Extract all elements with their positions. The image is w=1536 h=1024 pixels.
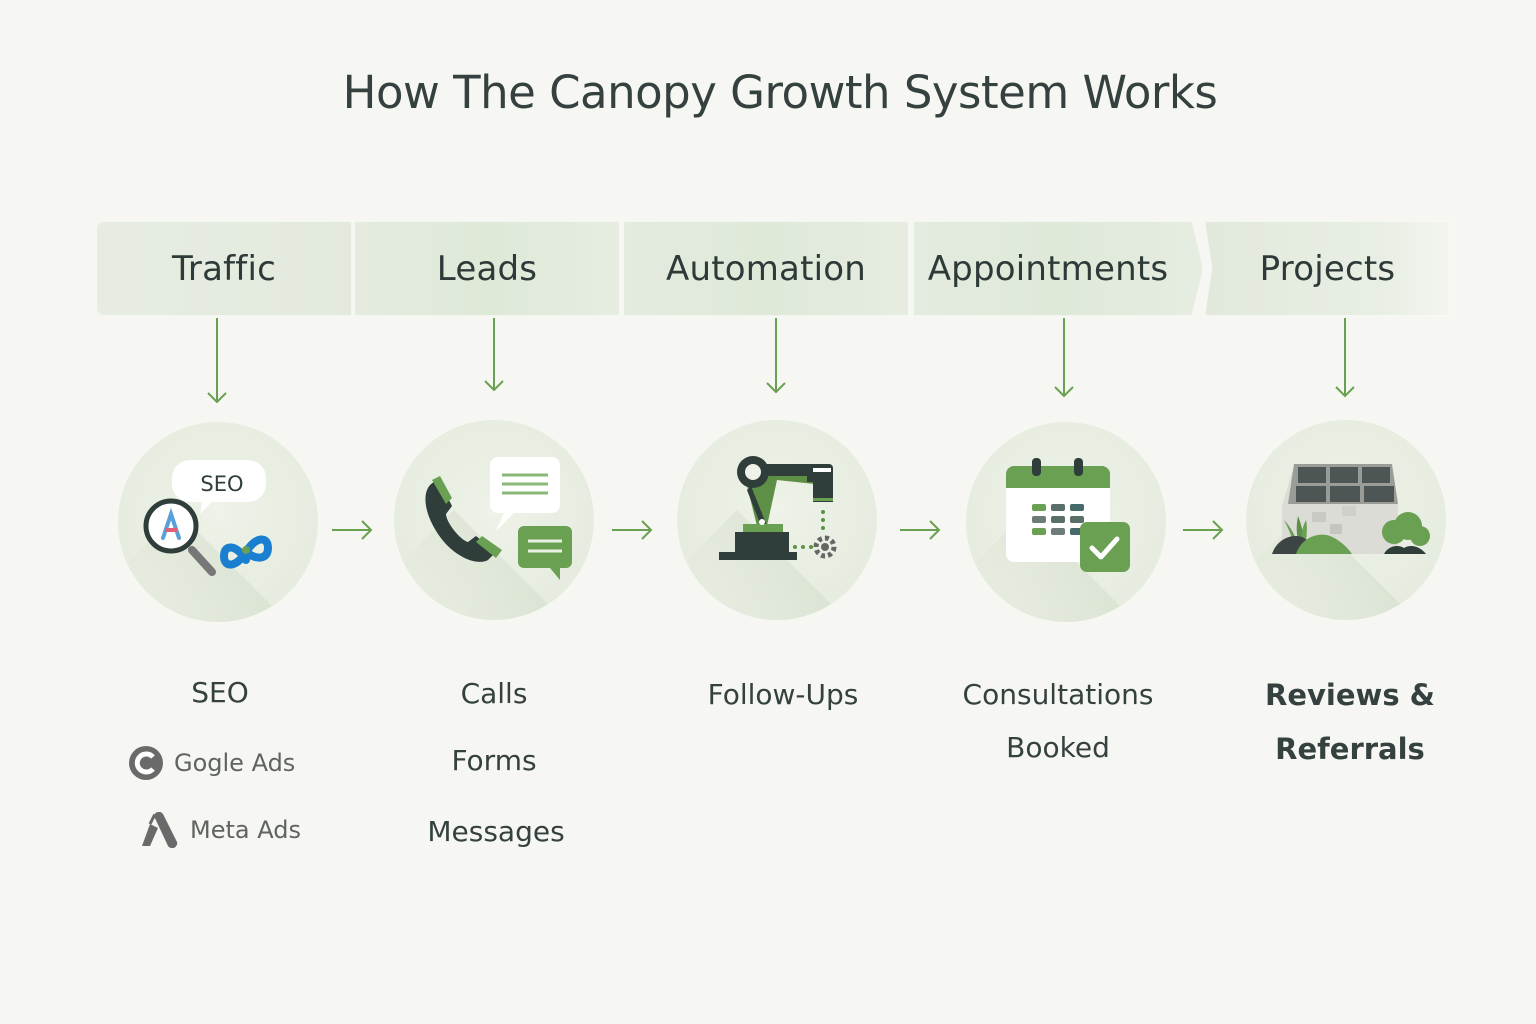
page-title: How The Canopy Growth System Works (342, 66, 1218, 119)
robot-arm-icon (719, 456, 837, 560)
down-arrow-icon (207, 318, 227, 404)
seo-search-ads-icon: SEO (143, 460, 272, 576)
right-arrow-icon (1183, 520, 1224, 540)
traffic-item-meta-ads: Meta Ads (136, 812, 301, 848)
stage-header-label: Leads (436, 248, 538, 289)
calendar-check-icon (1006, 458, 1130, 572)
ads-a-logo-icon (142, 812, 178, 848)
solar-house-icon (1272, 464, 1430, 554)
meta-ads-label: Meta Ads (190, 816, 301, 844)
down-arrow-icon (1054, 318, 1074, 398)
right-arrow-icon (900, 520, 941, 540)
stage-header-label: Automation (665, 248, 867, 289)
google-ads-label: Gogle Ads (174, 749, 296, 777)
down-arrow-icon (484, 318, 504, 392)
leads-item-calls: Calls (460, 677, 528, 710)
appointments-item-booked: Booked (1006, 731, 1110, 764)
traffic-item-seo: SEO (191, 676, 249, 709)
stage-header-label: Traffic (171, 248, 277, 289)
appointments-icon-circle (966, 422, 1166, 622)
traffic-item-google-ads: Gogle Ads (128, 745, 295, 781)
stage-header-automation: Automation (623, 221, 909, 316)
stage-header-label: Projects (1259, 248, 1396, 289)
down-arrow-icon (766, 318, 786, 394)
projects-icon-circle (1246, 420, 1446, 620)
projects-item-referrals: Referrals (1275, 732, 1425, 766)
appointments-item-consultations: Consultations (962, 678, 1154, 711)
google-ads-c-icon (129, 746, 163, 780)
right-arrow-icon (612, 520, 653, 540)
automation-icon-circle (677, 420, 877, 620)
right-arrow-icon (332, 520, 373, 540)
phone-chat-icon (425, 457, 572, 580)
automation-item-follow-ups: Follow-Ups (707, 678, 859, 711)
projects-item-reviews: Reviews & (1265, 678, 1435, 712)
leads-item-forms: Forms (451, 744, 537, 777)
down-arrow-icon (1335, 318, 1355, 398)
stage-header-leads: Leads (354, 221, 620, 316)
leads-item-messages: Messages (427, 815, 565, 848)
leads-icon-circle (394, 420, 594, 620)
stage-header-label: Appointments (927, 248, 1169, 289)
seo-bubble-text: SEO (200, 472, 243, 496)
stage-header-appointments: Appointments (913, 221, 1203, 316)
stage-header-traffic: Traffic (96, 221, 352, 316)
traffic-icon-circle: SEO (118, 422, 318, 622)
stage-header-projects: Projects (1205, 221, 1450, 316)
